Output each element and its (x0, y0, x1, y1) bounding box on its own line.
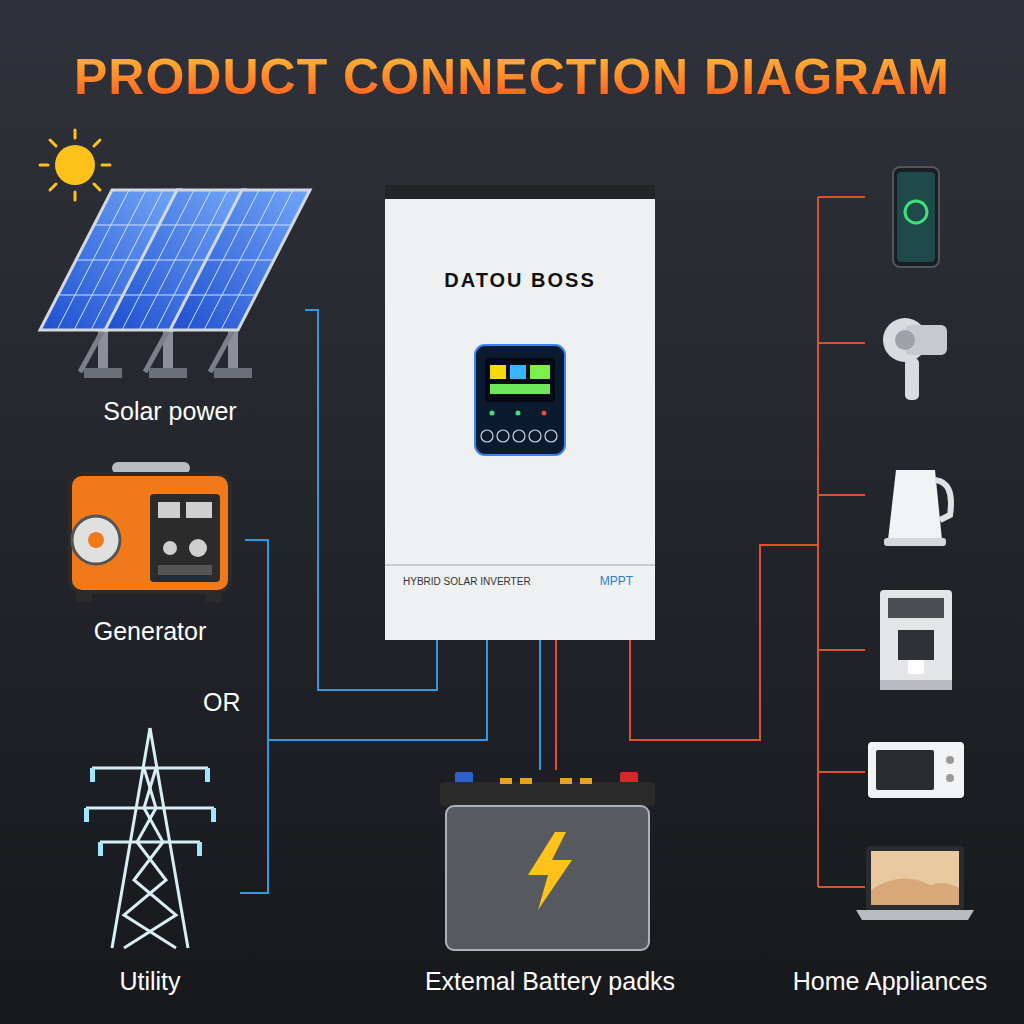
diagram-title: PRODUCT CONNECTION DIAGRAM (0, 48, 1024, 106)
solar-panels: Solar power (35, 140, 305, 430)
wire-connector (630, 545, 780, 740)
wire-connector (245, 540, 487, 740)
hybrid-inverter: DATOU BOSS HYBRID SOLAR INVERTER MPPT (385, 185, 655, 640)
or-label: OR (203, 688, 241, 716)
utility-tower: Utility (60, 720, 240, 1000)
node-label: Generator (94, 616, 207, 646)
battery-pack: Extemal Battery padks (419, 770, 681, 1000)
wire-connector (555, 640, 557, 770)
generator: Generator (55, 455, 245, 650)
node-label: Extemal Battery padks (425, 966, 675, 996)
wire-connector (539, 640, 541, 770)
wire-connector (240, 640, 487, 893)
wire-connector (305, 310, 437, 690)
home-appliances: Home Appliances (780, 150, 1000, 1000)
node-label: Home Appliances (793, 966, 988, 996)
node-label: Solar power (103, 396, 236, 426)
product-label: HYBRID SOLAR INVERTER (403, 576, 531, 587)
brand-name: DATOU BOSS (385, 269, 655, 292)
mppt-label: MPPT (600, 574, 633, 588)
node-label: Utility (119, 966, 180, 996)
